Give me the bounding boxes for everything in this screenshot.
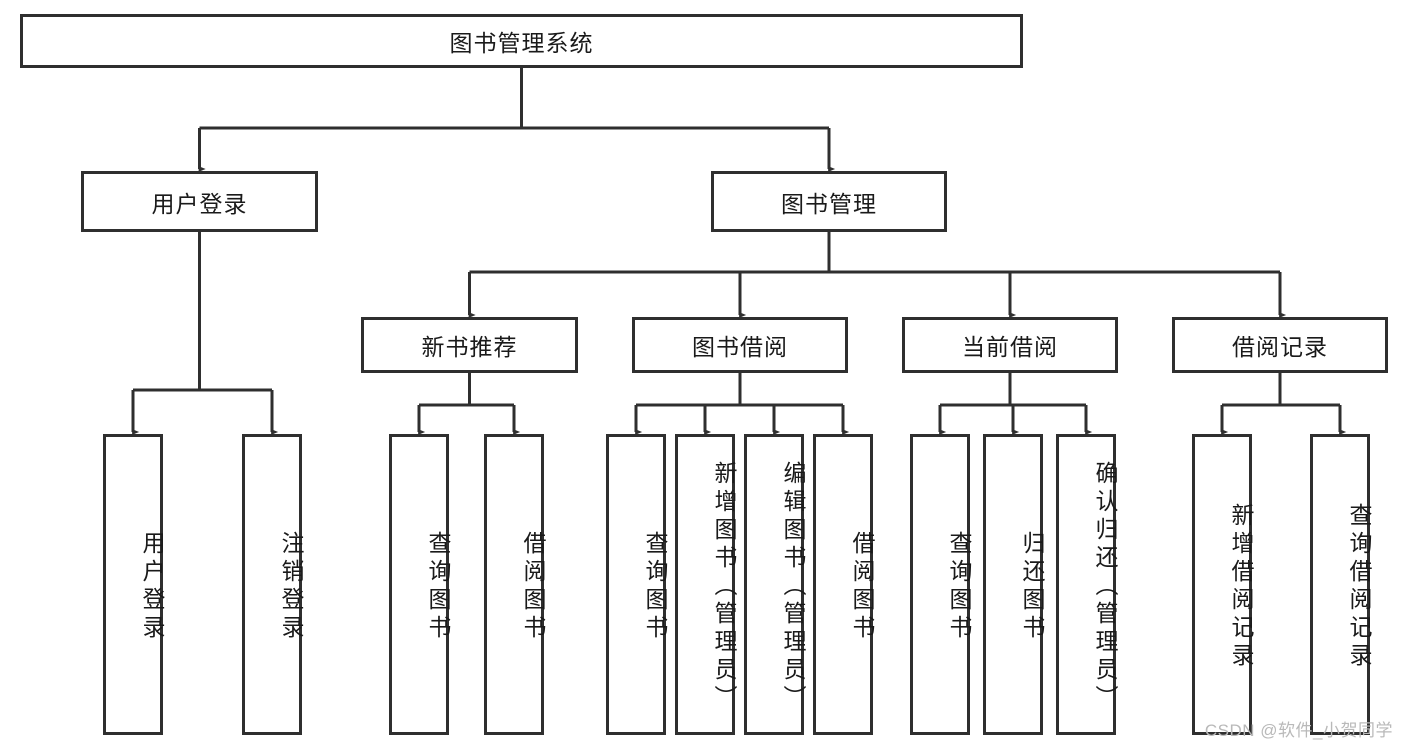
node-box-query-book-borrow[interactable] [606,434,666,735]
node-box-borrow-records[interactable] [1172,317,1388,373]
node-box-book-borrow[interactable] [632,317,848,373]
node-box-add-book-admin[interactable] [675,434,735,735]
node-box-user-logout-action[interactable] [242,434,302,735]
node-box-confirm-return-admin[interactable] [1056,434,1116,735]
node-box-borrow-book-action[interactable] [813,434,873,735]
node-box-query-book-recommend[interactable] [389,434,449,735]
node-box-return-book[interactable] [983,434,1043,735]
node-box-borrow-book-recommend[interactable] [484,434,544,735]
node-box-user-login[interactable] [81,171,318,232]
connector-layer [131,68,1347,435]
node-box-query-borrow-record[interactable] [1310,434,1370,735]
node-layer [20,14,1388,735]
node-box-new-book-recommend[interactable] [361,317,578,373]
node-box-root[interactable] [20,14,1023,68]
node-box-add-borrow-record[interactable] [1192,434,1252,735]
node-box-edit-book-admin[interactable] [744,434,804,735]
node-box-book-management[interactable] [711,171,947,232]
node-box-current-borrow[interactable] [902,317,1118,373]
node-box-query-book-current[interactable] [910,434,970,735]
node-box-user-login-action[interactable] [103,434,163,735]
